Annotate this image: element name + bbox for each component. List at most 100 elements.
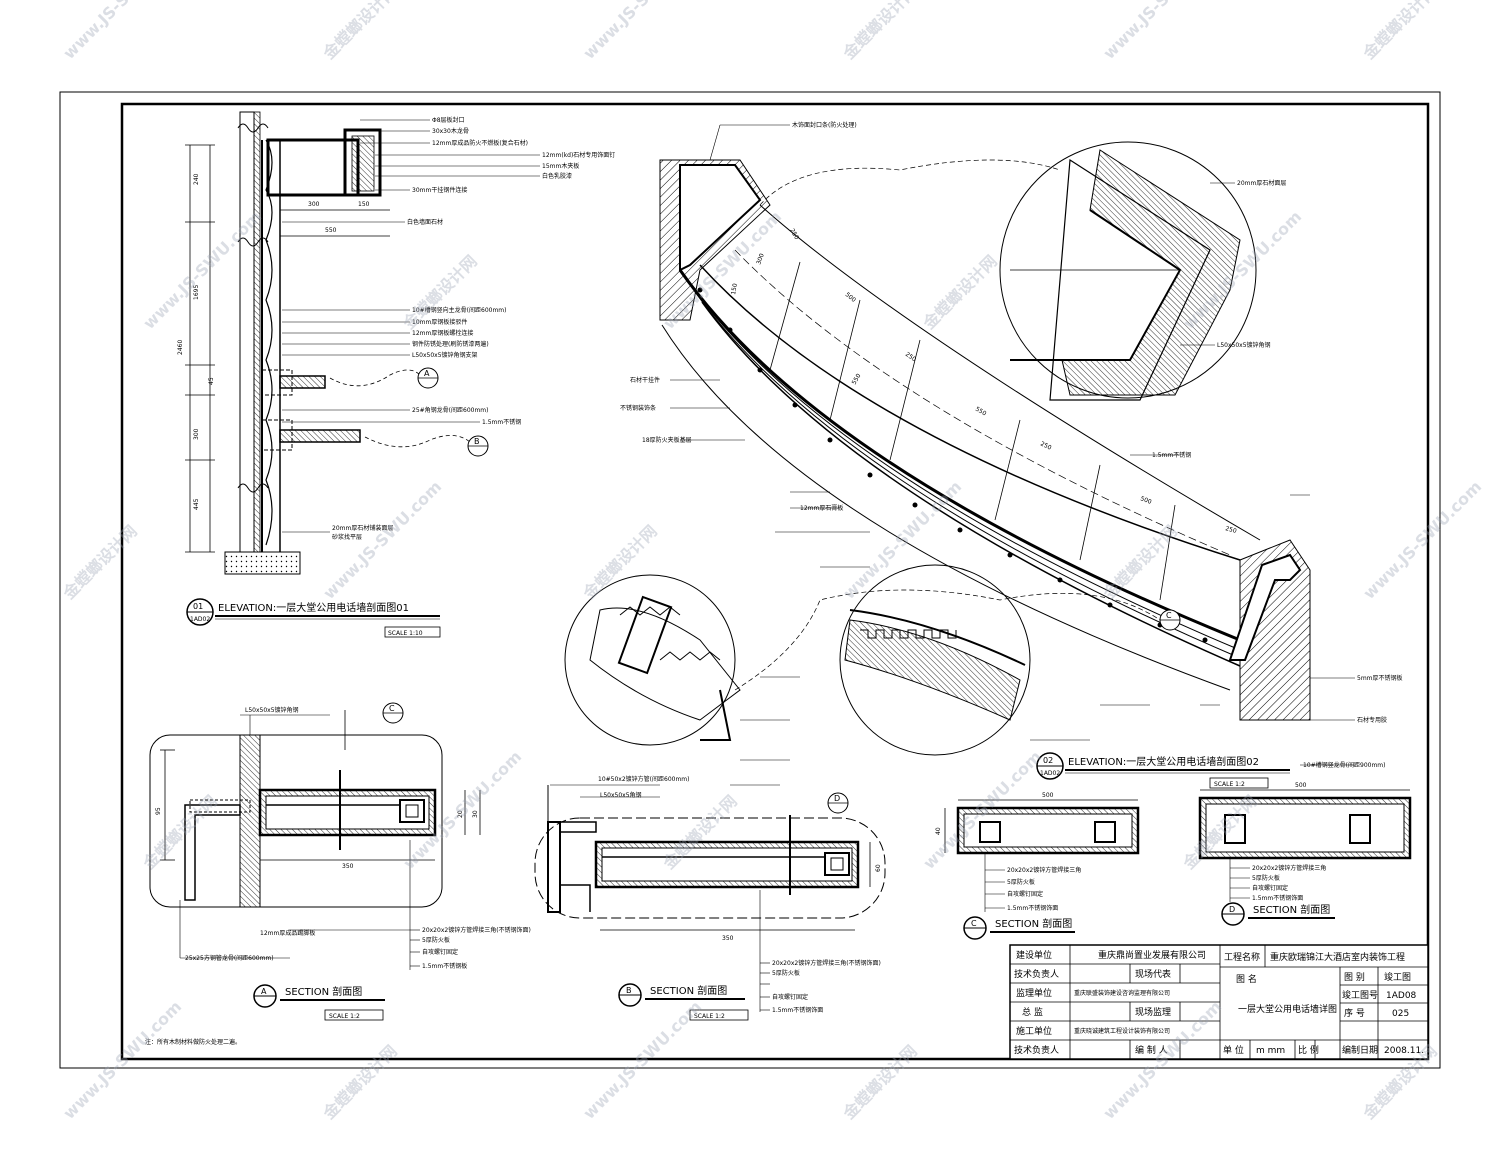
elev02-dim-7: 250 [1039,440,1053,451]
marker-b-label: B [474,437,480,446]
secA-dim-0: 95 [155,807,162,815]
section-b-marker-d[interactable]: D [827,792,849,814]
section-d-title-block: D SECTION 剖面图 [1221,902,1335,926]
section-b-title-block: B SECTION 剖面图 SCALE 1:2 [618,983,749,1021]
elev02-dim-2: 300 [755,252,766,265]
marker-c-label: C [1166,611,1172,620]
elev01-note-9: 10mm厚钢板接驳件 [412,318,467,326]
elev02-note-6: 1.5mm不锈钢 [1152,451,1191,459]
tb-label-4: 施工单位 [1016,1025,1052,1037]
secA-dim-1: 350 [342,863,354,870]
tb-project-label: 工程名称 [1224,951,1260,963]
outer-border [59,91,1441,1069]
secD-note-3: 1.5mm不锈钢饰面 [1252,894,1303,902]
elevation01-title-block: 01 1AD02 ELEVATION:一层大堂公用电话墙剖面图01 SCALE … [186,598,441,638]
secB-note-5: 1.5mm不锈钢饰面 [772,1006,823,1014]
elevation01-drawing [185,111,540,575]
elev02-dim-6: 550 [974,406,988,418]
section-b-drawing [534,784,886,1012]
tb-unit-value: m mm [1256,1046,1285,1056]
secB-note-1: L50x50x5角钢 [600,791,642,799]
section-b-notes: 10#50x2镀锌方管(间距600mm) L50x50x5角钢 20x20x2镀… [598,775,882,1014]
watermark-text: www.JS-SWU.com [59,0,185,63]
elev01-note-4: 15mm木夹板 [542,162,579,170]
elev02-dim-5: 550 [851,372,863,386]
elev01-note-6: 30mm干挂钢件连接 [412,186,467,194]
tb-label2-5: 编 制 人 [1135,1044,1168,1056]
secB-title: SECTION 剖面图 [650,984,727,997]
watermark-text: www.JS-SWU.com [1359,477,1485,603]
elev02-title: ELEVATION:一层大堂公用电话墙剖面图02 [1068,755,1259,768]
secA-dim-2: 20 [457,810,464,818]
elev01-note-1: 30x30木龙骨 [432,127,469,135]
drawing-footnote: 注：所有木制材料做防火处理二遍。 [145,1038,241,1046]
elev01-dim-6: 45 [208,377,215,385]
secA-note-0: L50x50x5镀锌角钢 [245,706,299,714]
secA-letter: A [261,987,267,996]
marker-a-label: A [424,369,430,378]
elev01-note-2: 12mm厚成品防火不燃板(复合石材) [432,139,528,147]
secA-marker-letter: C [389,704,395,713]
inner-border [120,102,1430,1061]
tb-label-5: 技术负责人 [1014,1044,1059,1056]
marker-c-callout[interactable]: C [1159,609,1181,631]
secA-note-2: 20x20x2镀锌方管焊接三角(不锈钢饰面) [422,926,531,934]
elev01-title: ELEVATION:一层大堂公用电话墙剖面图01 [218,601,409,614]
elev01-note-14: 1.5mm不锈钢 [482,418,521,426]
elev01-note-12: L50x50x5镀锌角钢支架 [412,351,478,359]
elev02-note-9: 石材专用胶 [1357,716,1387,724]
elev01-note-0: Φ8层板封口 [432,116,465,124]
watermark-text: www.JS-SWU.com [839,477,965,603]
elev02-note-4: 不锈钢装饰条 [620,404,656,412]
secD-dim-0: 500 [1295,782,1307,789]
elevation02-notes: 木饰面封口条(防火处理) 20mm厚石材面层 L50x50x5镀锌角钢 石材干挂… [620,121,1403,769]
elev01-note-11: 钢件防锈处理(刷防锈漆两遍) [412,340,489,348]
watermark-text: www.JS-SWU.com [139,207,265,333]
elevation02-title-block: 02 1AD02 ELEVATION:一层大堂公用电话墙剖面图02 [1036,752,1290,780]
tb-unit-label: 单 位 [1223,1044,1244,1056]
tb-label-2: 监理单位 [1016,987,1052,999]
secC-note-1: 5厚防火板 [1007,878,1035,886]
tb-seq-label: 序 号 [1344,1007,1365,1019]
watermark-text: 金螳螂设计网 [59,522,141,604]
secB-scale: SCALE 1:2 [694,1013,725,1020]
elev01-number: 01 [193,602,203,611]
secD-note-1: 5厚防火板 [1252,874,1280,882]
elev01-note-8: 10#槽钢竖向主龙骨(间距600mm) [412,306,507,314]
elev01-note-16: 砂浆找平层 [332,533,362,541]
tb-drawing-name: 一层大堂公用电话墙详图 [1238,1003,1337,1015]
title-block: 建设单位 重庆鼎尚置业发展有限公司 技术负责人 现场代表 监理单位 重庆联盛装饰… [1009,944,1429,1060]
elev02-note-7: 12mm厚石膏板 [800,504,843,512]
secA-note-5: 自攻螺钉固定 [422,948,458,956]
section-d-drawing [1198,789,1412,902]
section-a-title-block: A SECTION 剖面图 SCALE 1:2 [253,984,385,1021]
secC-dim-0: 500 [1042,792,1054,799]
elev01-dim-0: 240 [193,173,200,185]
secB-dim-0: 350 [722,935,734,942]
secC-note-0: 20x20x2镀锌方管焊接三角 [1007,866,1081,874]
section-a-marker-c[interactable]: C [382,702,404,724]
secB-note-2: 20x20x2镀锌方管焊接三角(不锈钢饰面) [772,959,881,967]
secC-letter: C [971,919,977,928]
section-a-notes: L50x50x5镀锌角钢 25x25方钢管龙骨(间距600mm) 20x20x2… [155,706,531,970]
tb-value-0: 重庆鼎尚置业发展有限公司 [1098,949,1206,961]
secD-scale: SCALE 1:2 [1214,781,1245,788]
elev01-dim-7: 300 [193,428,200,440]
tb-value-4: 重庆晓诚建筑工程设计装饰有限公司 [1074,1027,1170,1035]
elev01-note-13: 25#角钢龙骨(间距600mm) [412,406,489,414]
tb-project-name: 重庆欧瑞锦江大酒店室内装饰工程 [1270,951,1405,963]
elev01-dim-1: 1695 [193,285,200,300]
tb-label2-3: 现场监理 [1135,1006,1171,1018]
section-a-drawing [149,710,481,970]
secA-note-6: 5厚防火板 [422,936,450,944]
marker-b-callout[interactable]: B [467,435,489,457]
tb-ratio-label: 比 例 [1298,1044,1319,1056]
elev02-dim-4: 250 [904,351,918,363]
secA-scale: SCALE 1:2 [329,1013,360,1020]
watermark-text: 金螳螂设计网 [319,0,401,64]
marker-a-callout[interactable]: A [417,367,439,389]
secD-title: SECTION 剖面图 [1253,903,1330,916]
section-d-notes: 20x20x2镀锌方管焊接三角 5厚防火板 自攻螺钉固定 1.5mm不锈钢饰面 … [1209,777,1326,902]
elev02-dim-1: 150 [730,283,739,296]
